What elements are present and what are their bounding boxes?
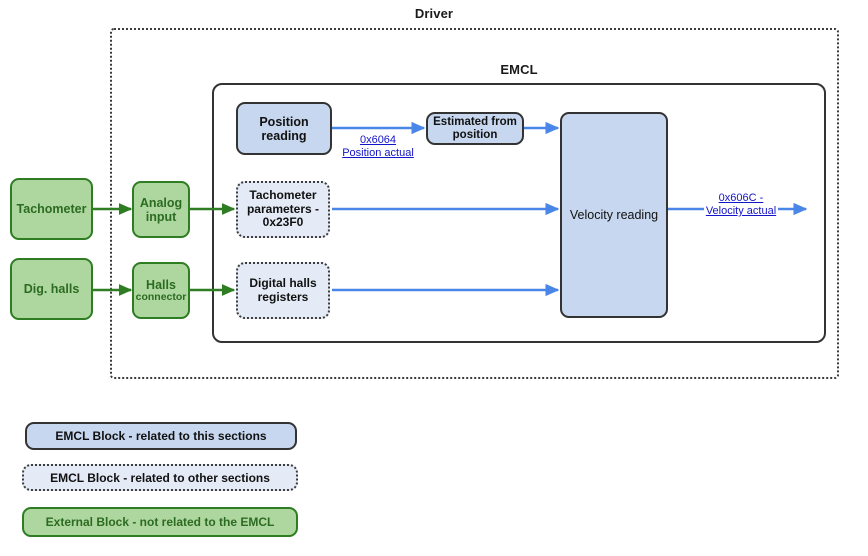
block-dig-halls-label: Dig. halls bbox=[23, 282, 80, 296]
legend-item-external-block-label: External Block - not related to the EMCL bbox=[45, 515, 275, 529]
emcl-frame-label: EMCL bbox=[500, 62, 538, 77]
block-tachometer-parameters-label-line2: parameters - bbox=[246, 201, 320, 216]
link-label-position-actual-line2: Position actual bbox=[342, 146, 414, 159]
block-analog-input-label-line1: Analog bbox=[139, 195, 183, 210]
block-analog-input-label-line2: input bbox=[145, 209, 177, 224]
emcl-boundary-frame bbox=[212, 83, 826, 343]
link-label-position-actual[interactable]: 0x6064 Position actual bbox=[318, 134, 438, 160]
block-tachometer-parameters-label-line1: Tachometer bbox=[249, 188, 317, 203]
block-position-reading-label-line2: reading bbox=[261, 128, 307, 143]
legend-item-emcl-other-sections-label: EMCL Block - related to other sections bbox=[50, 470, 270, 485]
block-digital-halls-registers-label-line1: Digital halls bbox=[249, 276, 317, 291]
block-tachometer-parameters-label-line3: 0x23F0 bbox=[262, 215, 304, 230]
block-digital-halls-registers-label-line2: registers bbox=[257, 289, 309, 304]
block-halls-connector-label-line1: Halls bbox=[146, 277, 176, 292]
block-velocity-reading-label: Velocity reading bbox=[569, 208, 659, 222]
driver-frame-label: Driver bbox=[414, 6, 454, 21]
link-label-velocity-actual-line2: Velocity actual bbox=[705, 204, 777, 217]
legend-item-emcl-other-sections: EMCL Block - related to other sections bbox=[22, 464, 298, 491]
driver-boundary-frame bbox=[110, 28, 839, 379]
block-position-reading-label-line1: Position bbox=[259, 114, 309, 129]
block-tachometer-label: Tachometer bbox=[16, 202, 87, 216]
link-label-position-actual-line1: 0x6064 bbox=[359, 134, 397, 146]
block-velocity-reading[interactable]: Velocity reading bbox=[560, 112, 668, 318]
block-position-reading[interactable]: Position reading bbox=[236, 102, 332, 155]
block-estimated-from-position-label-line1: Estimated from bbox=[433, 115, 517, 128]
block-estimated-from-position[interactable]: Estimated from position bbox=[426, 112, 524, 145]
legend-item-emcl-this-section-label: EMCL Block - related to this sections bbox=[55, 429, 267, 443]
block-analog-input[interactable]: Analog input bbox=[132, 181, 190, 238]
block-tachometer[interactable]: Tachometer bbox=[10, 178, 93, 240]
block-dig-halls[interactable]: Dig. halls bbox=[10, 258, 93, 320]
block-halls-connector-label-line2: connector bbox=[135, 290, 187, 303]
link-label-velocity-actual-line1: 0x606C - bbox=[718, 192, 764, 204]
block-halls-connector[interactable]: Halls connector bbox=[132, 262, 190, 319]
block-tachometer-parameters[interactable]: Tachometer parameters - 0x23F0 bbox=[236, 181, 330, 238]
link-label-velocity-actual[interactable]: 0x606C - Velocity actual bbox=[681, 192, 801, 218]
block-estimated-from-position-label-line2: position bbox=[452, 128, 498, 141]
block-digital-halls-registers[interactable]: Digital halls registers bbox=[236, 262, 330, 319]
legend-item-external-block: External Block - not related to the EMCL bbox=[22, 507, 298, 537]
legend-item-emcl-this-section: EMCL Block - related to this sections bbox=[25, 422, 297, 450]
